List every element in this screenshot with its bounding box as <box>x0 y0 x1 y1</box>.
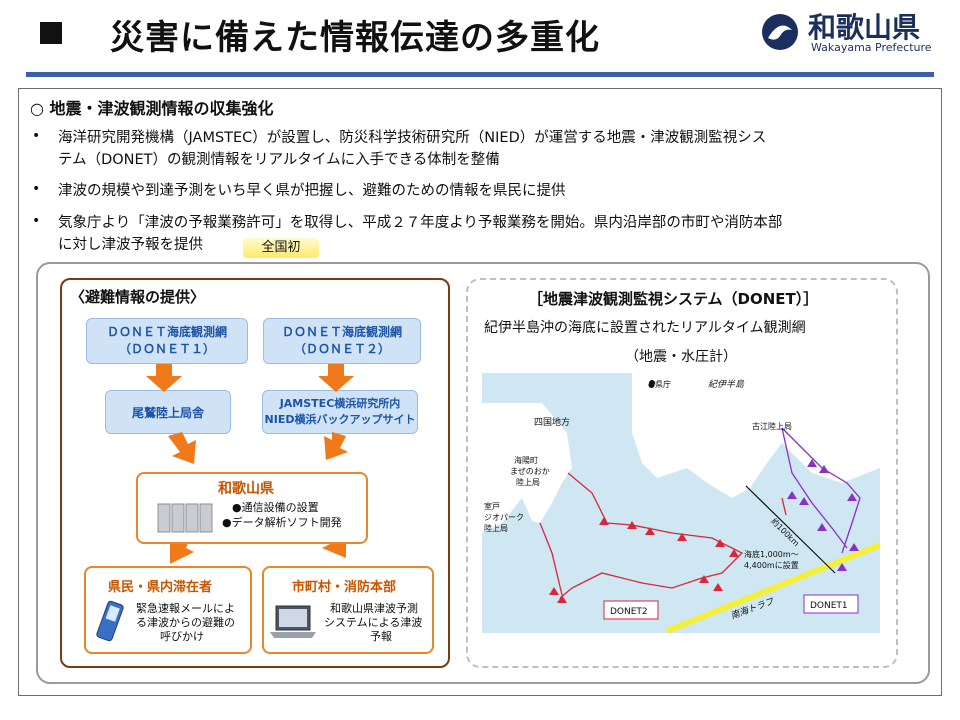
distance-arrow <box>745 485 836 574</box>
map-label-kainan-3: 陸上局 <box>516 477 540 487</box>
kii-peninsula-land <box>632 373 880 498</box>
jamstec-line-2: NIED横浜バックアップサイト <box>264 413 416 426</box>
sensor-node <box>599 517 609 525</box>
map-label-kainan-2: まぜのおか <box>510 467 550 476</box>
sensor-node <box>645 527 655 535</box>
municipalities-text-3: 予報 <box>370 630 392 643</box>
map-label-donet2: DONET2 <box>610 607 648 617</box>
map-label-shikoku: 四国地方 <box>534 416 570 428</box>
map-label-depth-1: 海底1,000m～ <box>744 549 799 559</box>
pref-item-software: ●データ解析ソフト開発 <box>222 516 342 529</box>
bullet-marker: • <box>32 213 41 229</box>
arrow-down-icon <box>318 364 354 392</box>
logo-name: 和歌山県 <box>808 11 921 44</box>
nationwide-first-badge: 全国初 <box>243 238 319 258</box>
pref-item-comm: ●通信設備の設置 <box>232 501 319 514</box>
title-square-bullet <box>40 22 62 44</box>
wakayama-logo <box>762 14 798 50</box>
owase-label: 尾鷲陸上局舎 <box>131 405 204 420</box>
map-label-muroto-1: 室戸 <box>484 501 500 511</box>
municipalities-text-2: システムによる津波 <box>324 616 423 629</box>
sensor-node <box>699 575 709 583</box>
arrow-down-icon <box>146 364 182 392</box>
map-label-kii: 紀伊半島 <box>708 379 745 390</box>
map-label-donet1: DONET1 <box>810 601 848 611</box>
bullet-3-line-1: 気象庁より「津波の予報業務許可」を取得し、平成２７年度より予報業務を開始。県内沿… <box>58 215 783 231</box>
donet2-line-1: ＤＯＮＥＴ海底観測網 <box>281 325 402 339</box>
donet1-network-box: ＤＯＮＥＴ海底観測網 （ＤＯＮＥＴ１） <box>86 318 248 364</box>
sensor-node <box>713 583 723 591</box>
page-title: 災害に備えた情報伝達の多重化 <box>110 18 600 58</box>
bullet-marker: • <box>32 181 41 197</box>
donet2-legend-box <box>603 600 659 620</box>
residents-title: 県民・県内滞在者 <box>108 580 213 595</box>
sensor-node <box>807 459 817 467</box>
donet-system-panel <box>466 278 898 668</box>
jamstec-backup-box: JAMSTEC横浜研究所内 NIED横浜バックアップサイト <box>262 390 418 434</box>
municipalities-box <box>262 566 434 654</box>
bullet-1-line-2: テム（DONET）の観測情報をリアルタイムに入手できる体制を整備 <box>58 152 500 168</box>
donet1-cable-branch <box>781 427 848 549</box>
map-label-kainan-1: 海陽町 <box>514 455 538 465</box>
municipalities-text-1: 和歌山県津波予測 <box>330 602 418 615</box>
server-icon <box>157 503 213 533</box>
sensor-node <box>715 539 725 547</box>
donet2-line-2: （ＤＯＮＥＴ２） <box>293 342 390 356</box>
laptop-icon <box>270 605 316 638</box>
sensor-node <box>837 563 847 571</box>
donet-map: ●県庁 紀伊半島 四国地方 古江陸上局 海陽町 まぜのおか 陸上局 室戸 ジオパ… <box>482 373 880 633</box>
bullet-1-line-1: 海洋研究開発機構（JAMSTEC）が設置し、防災科学技術研究所（NIED）が運営… <box>58 130 767 146</box>
sensor-node <box>557 595 567 603</box>
sensor-node <box>847 493 857 501</box>
title-underline-bar <box>26 72 934 77</box>
donet-subtitle-2: （地震・水圧計） <box>625 349 737 365</box>
bullet-marker: • <box>32 128 41 144</box>
map-label-depth-2: 4,400mに設置 <box>744 560 799 570</box>
section-heading: ○ 地震・津波観測情報の収集強化 <box>30 99 274 118</box>
arrow-diagonal-icon <box>324 432 348 460</box>
content-frame <box>18 88 942 696</box>
sensor-node <box>627 521 637 529</box>
map-label-muroto-3: 陸上局 <box>484 523 508 533</box>
map-legend-pref-office: ●県庁 <box>648 379 671 389</box>
bullet-2-line-1: 津波の規模や到達予測をいち早く県が把握し、避難のための情報を県民に提供 <box>58 183 566 199</box>
donet1-legend-box <box>803 594 859 614</box>
arrow-diagonal-icon <box>168 432 196 464</box>
nankai-trough-line <box>665 542 880 633</box>
sensor-node <box>819 465 829 473</box>
donet2-cable <box>559 472 744 599</box>
evacuation-panel-title: 〈避難情報の提供〉 <box>70 288 206 306</box>
mobile-phone-icon <box>96 600 124 642</box>
donet-panel-title: ［地震津波観測監視システム（DONET）］ <box>528 290 819 308</box>
sensor-node <box>849 543 859 551</box>
jamstec-line-1: JAMSTEC横浜研究所内 <box>279 397 401 410</box>
logo-subtitle: Wakayama Prefecture <box>811 41 932 54</box>
donet2-nodes <box>549 517 739 603</box>
sensor-node <box>729 549 739 557</box>
map-label-muroto-2: ジオパーク <box>484 513 524 522</box>
prefecture-title: 和歌山県 <box>218 481 274 497</box>
sensor-node <box>799 497 809 505</box>
sensor-node <box>787 491 797 499</box>
prefectural-office-dot <box>649 380 655 386</box>
donet2-cable-branch <box>539 522 563 596</box>
sensor-node <box>677 533 687 541</box>
owase-station-box: 尾鷲陸上局舎 <box>105 390 231 434</box>
donet1-nodes <box>787 459 859 571</box>
residents-text-1: 緊急速報メールによ <box>136 602 235 615</box>
donet1-line-1: ＤＯＮＥＴ海底観測網 <box>106 325 227 339</box>
bullet-3-line-2: に対し津波予報を提供 <box>58 237 203 253</box>
donet2-network-box: ＤＯＮＥＴ海底観測網 （ＤＯＮＥＴ２） <box>263 318 421 364</box>
donet-subtitle: 紀伊半島沖の海底に設置されたリアルタイム観測網 <box>484 320 806 336</box>
residents-text-2: る津波からの避難の <box>136 616 235 629</box>
donet1-stub <box>781 497 787 516</box>
sensor-node <box>549 587 559 595</box>
residents-text-3: 呼びかけ <box>160 630 204 643</box>
donet1-cable <box>781 427 861 554</box>
sensor-node <box>817 523 827 531</box>
shikoku-land <box>482 403 572 533</box>
donet1-line-2: （ＤＯＮＥＴ１） <box>118 342 215 356</box>
municipalities-title: 市町村・消防本部 <box>292 580 397 595</box>
map-label-koza-station: 古江陸上局 <box>752 421 792 431</box>
